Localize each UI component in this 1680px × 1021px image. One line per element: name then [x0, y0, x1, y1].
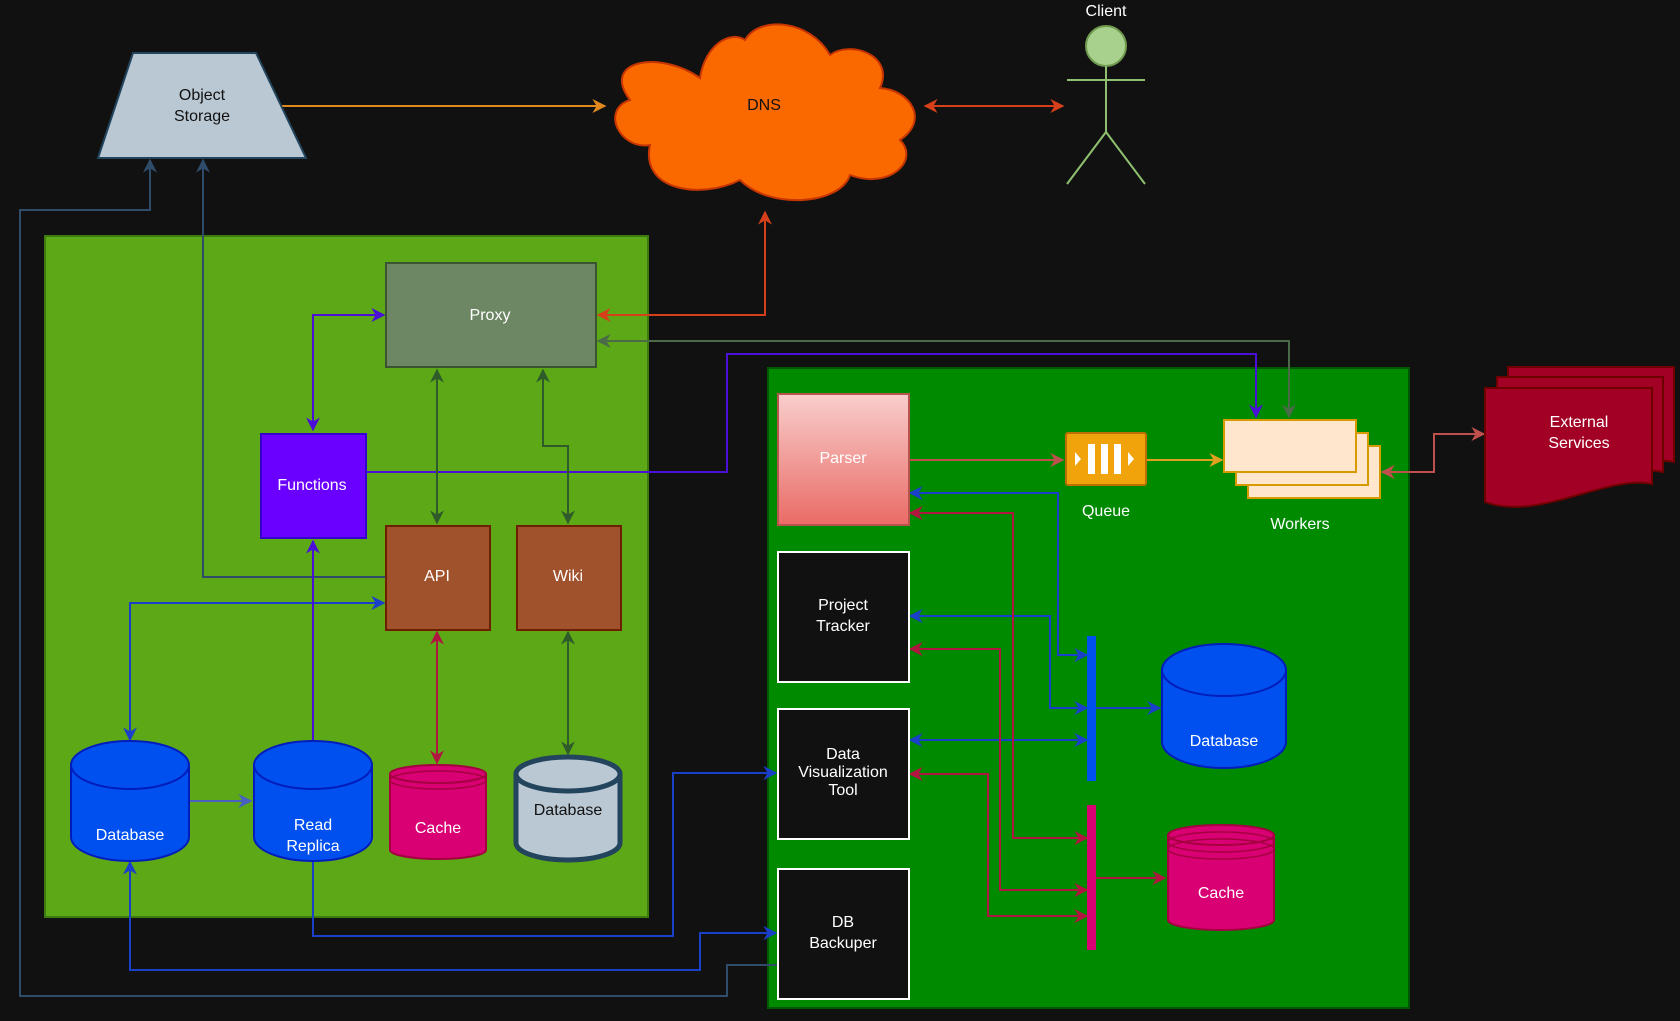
edge-proxy-wiki: [536, 368, 575, 525]
read-replica-label-1: Read: [294, 817, 332, 834]
queue-icon: [1065, 432, 1147, 486]
edge-backuper-db: [123, 860, 778, 971]
left-database-node[interactable]: Database: [70, 740, 190, 862]
data-viz-label-1: Data: [826, 746, 860, 763]
proxy-label: Proxy: [470, 307, 511, 324]
parser-label: Parser: [819, 450, 867, 467]
dns-label: DNS: [747, 97, 781, 114]
wiki-database-node[interactable]: Database: [513, 754, 623, 863]
right-database-node[interactable]: Database: [1161, 643, 1287, 769]
db-backuper-label-1: DB: [832, 914, 854, 931]
api-node[interactable]: API: [385, 525, 491, 631]
left-cache-label: Cache: [415, 820, 461, 837]
external-services-label-2: Services: [1548, 435, 1609, 452]
database-bus-bar: [1087, 636, 1096, 781]
project-tracker-node[interactable]: Project Tracker: [777, 551, 910, 683]
external-services-node[interactable]: External Services: [1484, 366, 1675, 508]
object-storage-shape: [96, 52, 308, 159]
read-replica-label-2: Replica: [286, 838, 339, 855]
edge-backuper-storage: [19, 158, 778, 997]
edge-db-api: [123, 596, 386, 742]
read-replica-node[interactable]: Read Replica: [253, 740, 373, 862]
database-icon: [1161, 670, 1287, 769]
database-icon: [513, 774, 623, 863]
left-database-label: Database: [96, 827, 165, 844]
cloud-icon: [614, 23, 916, 202]
wiki-label: Wiki: [553, 568, 583, 585]
object-storage-node[interactable]: Object Storage: [96, 52, 308, 159]
queue-label: Queue: [1082, 503, 1130, 520]
project-tracker-label-2: Tracker: [816, 618, 870, 635]
right-cache-node[interactable]: Cache: [1167, 824, 1275, 931]
client-node[interactable]: Client: [1066, 3, 1146, 185]
edge-workers-external: [1380, 427, 1486, 479]
queue-node[interactable]: Queue: [1065, 432, 1147, 520]
db-backuper-label-2: Backuper: [809, 935, 877, 952]
cache-icon: [1167, 835, 1275, 931]
left-cache-node[interactable]: Cache: [389, 764, 487, 860]
edge-proxy-workers: [596, 334, 1296, 419]
object-storage-label-1: Object: [179, 87, 226, 104]
edge-proxy-dns: [596, 210, 772, 322]
cache-bus-bar: [1087, 805, 1096, 950]
data-viz-tool-node[interactable]: Data Visualization Tool: [777, 708, 910, 840]
wiki-database-label: Database: [534, 802, 603, 819]
cache-icon: [389, 774, 487, 860]
functions-label: Functions: [277, 477, 346, 494]
db-backuper-node[interactable]: DB Backuper: [777, 868, 910, 1000]
database-icon: [70, 765, 190, 862]
client-label: Client: [1086, 3, 1127, 20]
api-label: API: [424, 568, 450, 585]
database-icon: [253, 765, 373, 862]
external-services-label-1: External: [1550, 414, 1609, 431]
workers-node[interactable]: Workers: [1223, 419, 1381, 533]
right-database-label: Database: [1190, 733, 1259, 750]
edge-api-storage: [196, 158, 386, 578]
object-storage-label-2: Storage: [174, 108, 230, 125]
dns-node[interactable]: DNS: [614, 23, 916, 202]
edge-proxy-functions: [306, 308, 386, 432]
edge-dataviz-cachebus: [908, 767, 1089, 923]
data-viz-label-3: Tool: [828, 782, 857, 799]
proxy-node[interactable]: Proxy: [385, 262, 597, 368]
wiki-node[interactable]: Wiki: [516, 525, 622, 631]
data-viz-label-2: Visualization: [798, 764, 888, 781]
actor-icon: [1066, 25, 1146, 185]
parser-node[interactable]: Parser: [777, 393, 910, 526]
project-tracker-label-1: Project: [818, 597, 868, 614]
functions-node[interactable]: Functions: [260, 433, 367, 539]
right-cache-label: Cache: [1198, 885, 1244, 902]
workers-label: Workers: [1270, 516, 1329, 533]
